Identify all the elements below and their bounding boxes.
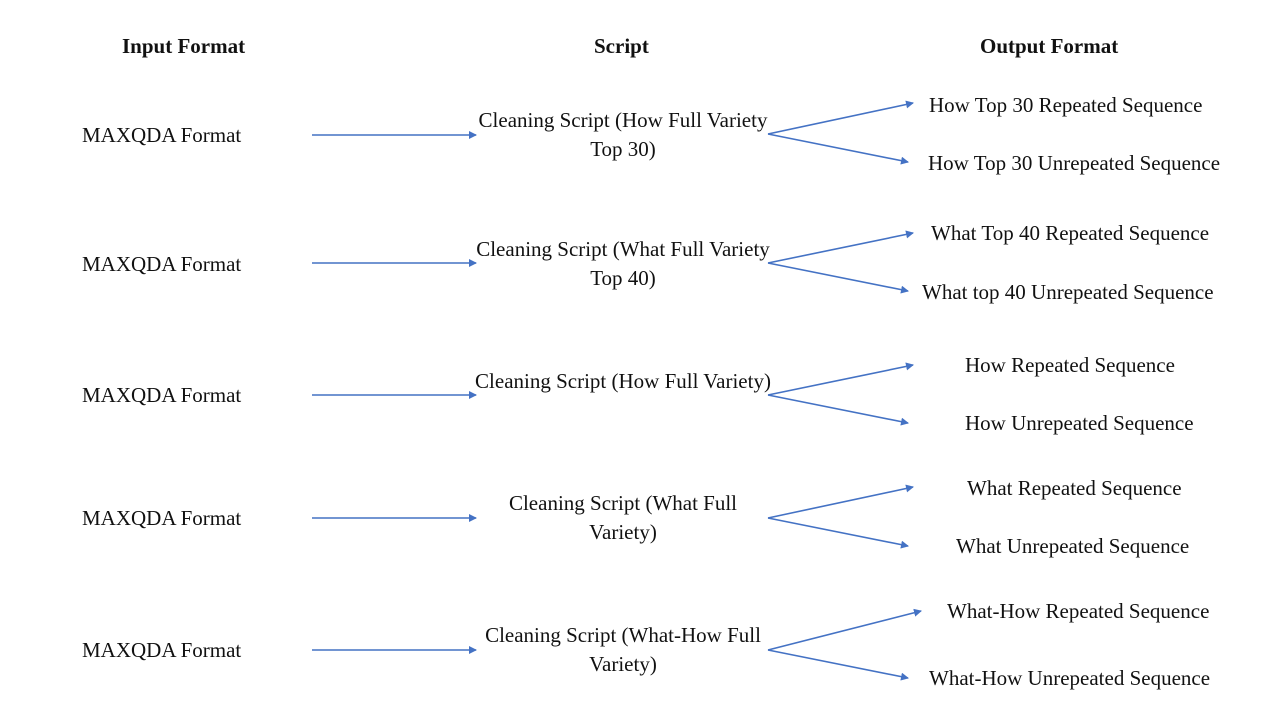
row4-branch-repeated-arrow xyxy=(767,484,914,519)
row2-output-repeated: What Top 40 Repeated Sequence xyxy=(931,221,1210,245)
row5-cleaning-script: Cleaning Script (What-How Full Variety) xyxy=(485,623,761,676)
row4-output-repeated: What Repeated Sequence xyxy=(967,476,1182,500)
row3-output-repeated: How Repeated Sequence xyxy=(965,353,1175,377)
row3-input-format: MAXQDA Format xyxy=(82,383,242,407)
row4-branch-unrepeated-arrow xyxy=(767,517,909,549)
row2-branch-unrepeated-arrow xyxy=(767,262,909,294)
row1-input-format: MAXQDA Format xyxy=(82,123,242,147)
row3-branch-repeated-arrow xyxy=(767,362,914,396)
script-header: Script xyxy=(594,34,649,58)
row1-branch-repeated-arrow xyxy=(767,100,914,135)
row2-branch-repeated-arrow xyxy=(767,230,914,264)
row5-input-format: MAXQDA Format xyxy=(82,638,242,662)
row5-output-repeated: What-How Repeated Sequence xyxy=(947,599,1210,623)
row1-output-unrepeated: How Top 30 Unrepeated Sequence xyxy=(928,151,1221,175)
row2-cleaning-script: Cleaning Script (What Full Variety Top 4… xyxy=(476,237,770,290)
row5-branch-unrepeated-arrow xyxy=(767,649,909,681)
row4-cleaning-script: Cleaning Script (What Full Variety) xyxy=(508,491,738,544)
row3-branch-unrepeated-arrow xyxy=(767,394,909,426)
row3-cleaning-script: Cleaning Script (How Full Variety) xyxy=(475,369,771,393)
row4-input-format: MAXQDA Format xyxy=(82,506,242,530)
row1-cleaning-script: Cleaning Script (How Full Variety Top 30… xyxy=(478,108,768,161)
output-format-header: Output Format xyxy=(980,34,1119,58)
row5-branch-repeated-arrow xyxy=(767,608,922,651)
row1-output-repeated: How Top 30 Repeated Sequence xyxy=(929,93,1203,117)
row5-output-unrepeated: What-How Unrepeated Sequence xyxy=(929,666,1211,690)
row4-output-unrepeated: What Unrepeated Sequence xyxy=(956,534,1190,558)
row3-output-unrepeated: How Unrepeated Sequence xyxy=(965,411,1194,435)
row2-output-unrepeated: What top 40 Unrepeated Sequence xyxy=(922,280,1214,304)
row2-input-format: MAXQDA Format xyxy=(82,252,242,276)
row1-branch-unrepeated-arrow xyxy=(767,133,909,165)
input-format-header: Input Format xyxy=(122,34,246,58)
